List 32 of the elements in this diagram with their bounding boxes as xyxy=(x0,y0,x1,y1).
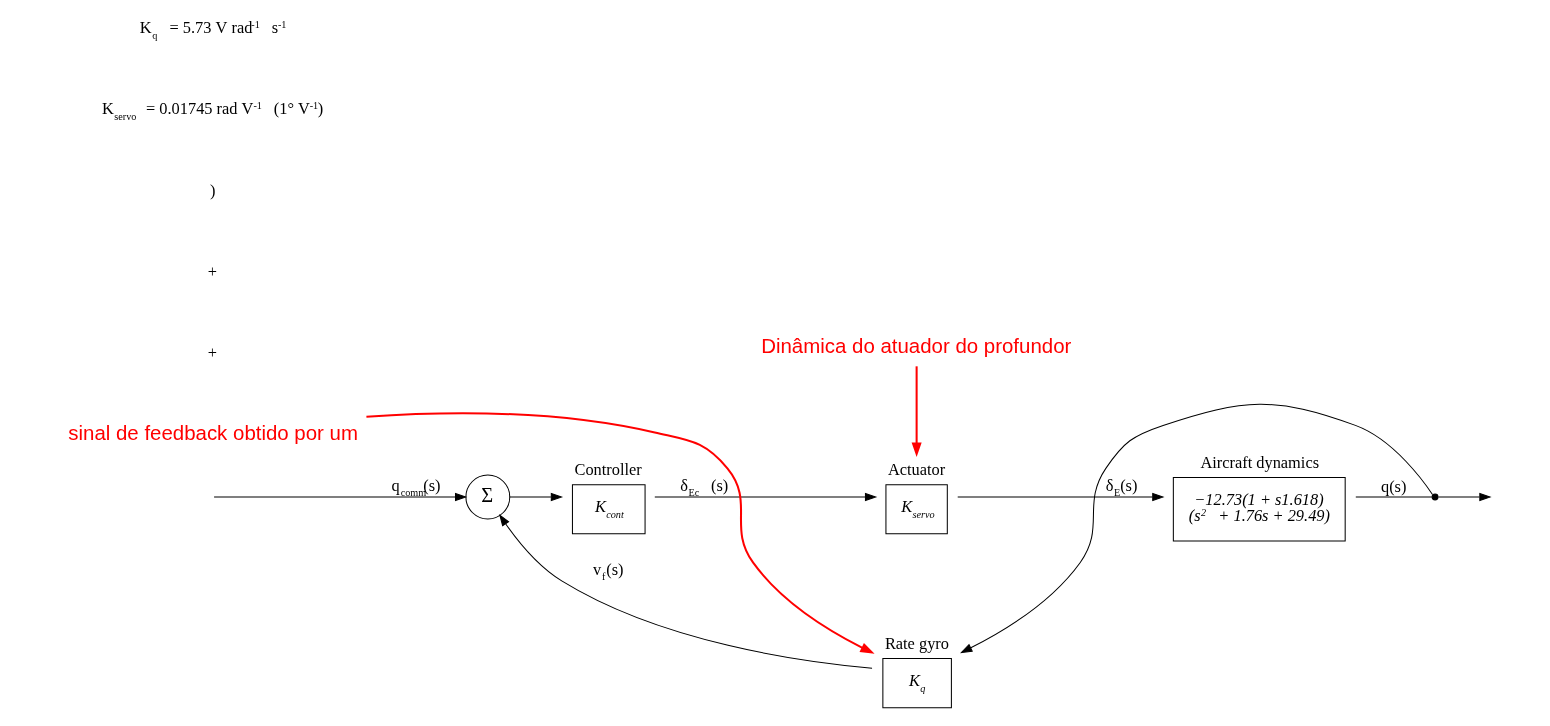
label: + xyxy=(207,342,217,362)
label: + xyxy=(207,261,217,281)
arrow xyxy=(1437,492,1492,502)
node-text: Dinâmica do atuador do profundor xyxy=(760,333,1071,357)
arrow xyxy=(508,492,563,502)
node-label: Actuator xyxy=(887,460,945,480)
node-box: K$_{q}$ xyxy=(881,658,952,709)
edge-label: v$_{f}$(s) xyxy=(592,559,623,583)
edge-label: δ$_{Ec}$ (s) xyxy=(679,475,728,499)
edge-label: δ$_{E}$(s) xyxy=(1105,475,1137,499)
node-label: Rate gyro xyxy=(884,634,949,654)
node-label: Aircraft dynamics xyxy=(1199,453,1319,473)
arrow xyxy=(959,403,1433,654)
node-box: −12.73(1 + s1.618) (s$^{2}$ + 1.76s + 29.49) xyxy=(1172,477,1346,542)
edge-label: q(s) xyxy=(1380,476,1406,496)
node-box: K$_{cont}$ xyxy=(571,484,646,535)
arrow xyxy=(911,366,922,457)
connector xyxy=(1354,496,1432,498)
label: K$_{servo}$ = 0.01745 rad V$^{-1}$ (1° V$^{-1}$) xyxy=(101,99,323,122)
arrow xyxy=(498,514,873,669)
label: ) xyxy=(209,181,215,201)
edge-label: q$_{comm}$(s) xyxy=(390,475,440,499)
arrow xyxy=(213,492,467,502)
node-text: sinal de feedback obtido por um xyxy=(67,420,358,444)
node-dot xyxy=(1431,493,1438,501)
label: K$_{q}$ = 5.73 V rad$^{-1}$ s$^{-1}$ xyxy=(139,18,286,41)
arrow xyxy=(365,412,875,654)
node-circle: Σ xyxy=(464,474,510,520)
node-label: Controller xyxy=(573,460,642,480)
arrow xyxy=(956,492,1164,502)
node-box: K$_{servo}$ xyxy=(884,484,948,535)
arrow xyxy=(653,492,877,502)
